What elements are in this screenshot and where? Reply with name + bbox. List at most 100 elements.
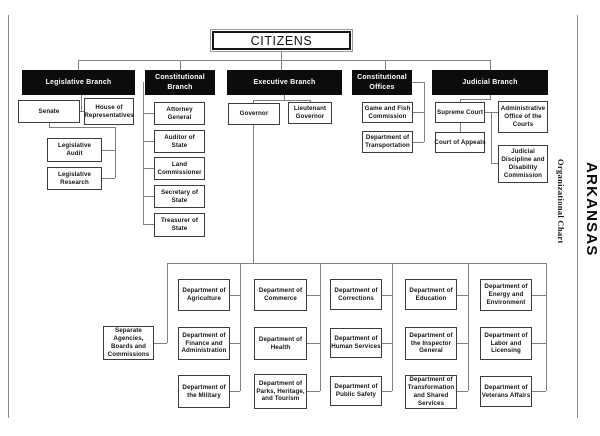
connector-line — [532, 391, 546, 392]
org-box-label: Department of Corrections — [334, 286, 378, 302]
connector-line — [392, 263, 393, 391]
org-box-department-of-the-inspector-general: Department of the Inspector General — [405, 327, 457, 360]
connector-line — [143, 113, 154, 114]
connector-line — [413, 112, 424, 113]
org-box-label: Senate — [38, 107, 60, 115]
org-box-administrative-office-of-the-courts: Administrative Office of the Courts — [498, 101, 548, 133]
connector-line — [460, 99, 491, 100]
org-box-label: Attorney General — [166, 105, 193, 121]
connector-line — [102, 150, 115, 151]
connector-line — [413, 142, 424, 143]
connector-line — [307, 391, 320, 392]
connector-line — [80, 111, 84, 112]
org-box-label: Department of Human Services — [331, 335, 381, 350]
org-box-house-of-representatives: House of Representatives — [84, 98, 134, 125]
connector-line — [143, 82, 144, 225]
connector-line — [115, 127, 116, 178]
connector-line — [382, 391, 392, 392]
org-box-land-commissioner: Land Commissioner — [154, 157, 205, 180]
org-box-department-of-transformation-shared-services: Department of Transformation and Shared … — [405, 375, 457, 409]
connector-line — [457, 391, 468, 392]
org-box-legislative-research: Legislative Research — [47, 167, 102, 190]
connector-line — [49, 123, 50, 128]
connector-line — [532, 343, 546, 344]
connector-line — [167, 263, 547, 264]
org-box-governor: Governor — [228, 103, 280, 125]
org-box-label: Department of Labor and Licensing — [484, 331, 528, 355]
org-box-label: Department of the Inspector General — [409, 331, 453, 355]
connector-line — [412, 82, 424, 83]
connector-line — [143, 196, 154, 197]
connector-line — [460, 99, 461, 102]
state-title-vertical: ARKANSAS — [583, 162, 600, 257]
org-box-label: Department of Parks, Heritage, and Touri… — [256, 379, 305, 403]
org-box-label: Department of Transformation and Shared … — [407, 376, 455, 407]
connector-line — [143, 168, 154, 169]
connector-line — [310, 100, 311, 102]
chart-subtitle-vertical: Organizational Chart — [556, 159, 566, 244]
branch-header-constitutional-offices: Constitutional Offices — [352, 70, 412, 95]
org-box-label: Governor — [239, 110, 269, 118]
branch-header-label: Constitutional Branch — [155, 74, 205, 91]
citizens-box-inner: CITIZENS — [212, 31, 351, 50]
connector-line — [457, 343, 468, 344]
connector-line — [240, 263, 241, 391]
org-box-judicial-discipline-disability-commission: Judicial Discipline and Disability Commi… — [498, 145, 548, 183]
org-box-auditor-of-state: Auditor of State — [154, 130, 205, 153]
connector-line — [532, 295, 546, 296]
connector-line — [154, 343, 167, 344]
org-box-department-of-labor-and-licensing: Department of Labor and Licensing — [480, 327, 532, 360]
org-box-label: Department of Health — [258, 335, 303, 351]
org-box-attorney-general: Attorney General — [154, 102, 205, 125]
org-box-label: Department of Finance and Administration — [181, 331, 227, 355]
org-box-department-of-the-military: Department of the Military — [178, 375, 230, 408]
org-box-label: Department of the Military — [182, 383, 226, 399]
org-box-department-of-education: Department of Education — [405, 279, 457, 310]
org-box-label: Lieutenant Governor — [293, 105, 327, 120]
org-box-department-of-public-safety: Department of Public Safety — [330, 376, 382, 406]
citizens-label: CITIZENS — [250, 33, 313, 48]
connector-line — [281, 61, 282, 70]
connector-line — [180, 61, 181, 70]
org-box-department-of-veterans-affairs: Department of Veterans Affairs — [480, 376, 532, 407]
connector-line — [385, 61, 386, 70]
org-box-label: Department of Commerce — [258, 287, 303, 302]
connector-line — [143, 141, 154, 142]
branch-header-label: Constitutional Offices — [357, 74, 407, 91]
org-box-label: Supreme Court — [437, 108, 483, 116]
connector-line — [253, 100, 254, 103]
connector-line — [143, 224, 154, 225]
page-border-left — [8, 15, 9, 418]
connector-line — [382, 343, 392, 344]
org-box-department-of-transportation: Department of Transportation — [362, 131, 413, 153]
org-box-label: Game and Fish Commission — [364, 104, 411, 120]
branch-header-label: Executive Branch — [253, 78, 316, 86]
org-box-label: Department of Veterans Affairs — [481, 383, 531, 399]
branch-header-constitutional-branch: Constitutional Branch — [145, 70, 215, 95]
connector-line — [78, 60, 491, 61]
org-box-label: Judicial Discipline and Disability Commi… — [501, 148, 545, 179]
org-box-label: Secretary of State — [161, 188, 198, 204]
connector-line — [253, 100, 311, 101]
org-box-label: Land Commissioner — [157, 160, 202, 176]
org-box-secretary-of-state: Secretary of State — [154, 185, 205, 208]
connector-line — [320, 263, 321, 391]
branch-header-judicial: Judicial Branch — [432, 70, 548, 95]
connector-line — [49, 127, 115, 128]
org-box-label: House of Representatives — [84, 103, 134, 119]
org-box-court-of-appeals: Court of Appeals — [434, 132, 486, 153]
org-box-department-of-finance-and-administration: Department of Finance and Administration — [178, 327, 230, 360]
branch-header-label: Legislative Branch — [45, 78, 112, 86]
connector-line — [230, 343, 240, 344]
connector-line — [546, 263, 547, 391]
org-box-department-of-corrections: Department of Corrections — [330, 279, 382, 310]
citizens-box: CITIZENS — [210, 29, 353, 52]
org-box-label: Court of Appeals — [434, 138, 486, 146]
connector-line — [307, 343, 320, 344]
org-box-department-of-commerce: Department of Commerce — [254, 279, 307, 311]
org-box-label: Legislative Audit — [57, 142, 92, 157]
org-box-label: Separate Agencies, Boards and Commission… — [107, 327, 150, 358]
branch-header-legislative: Legislative Branch — [22, 70, 135, 95]
org-box-separate-agencies-boards-commissions: Separate Agencies, Boards and Commission… — [103, 326, 154, 360]
